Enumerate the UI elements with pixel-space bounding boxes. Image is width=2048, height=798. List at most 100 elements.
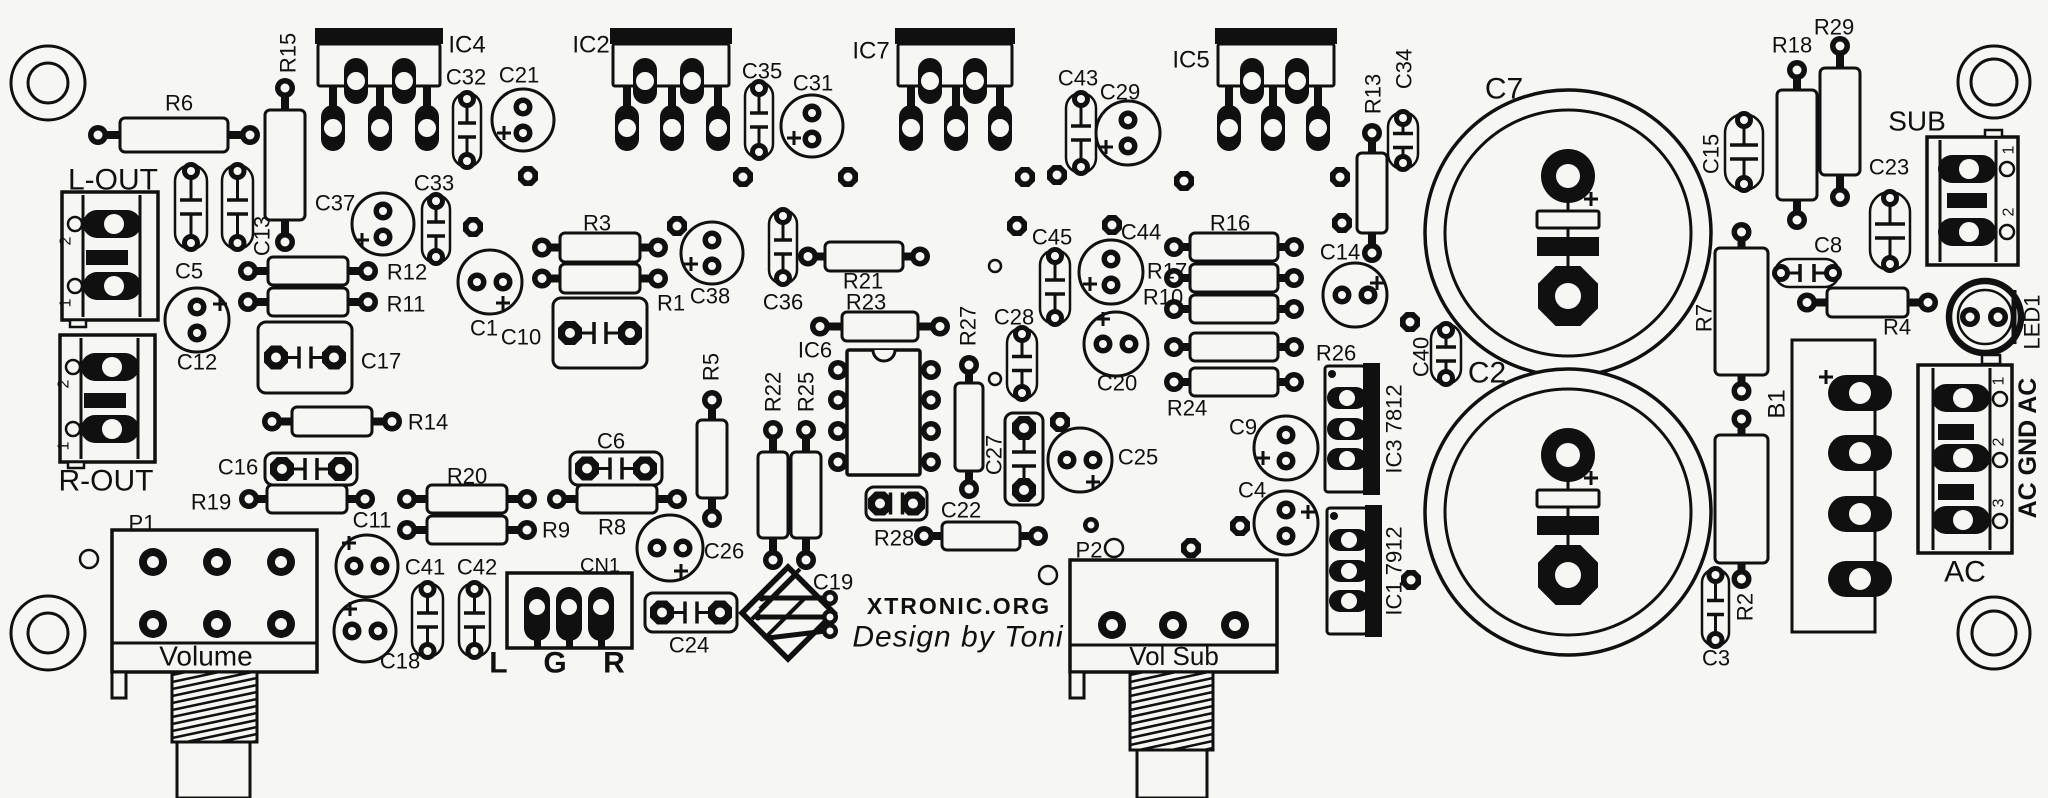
svg-text:C1: C1 (470, 316, 498, 341)
capacitor-C43 (1064, 90, 1098, 176)
pad-C19 (822, 623, 838, 639)
label-R5: R5 (699, 353, 724, 381)
svg-text:R24: R24 (1167, 396, 1207, 421)
resistor-R15 (263, 78, 307, 252)
capacitor-C13 (220, 162, 255, 252)
svg-text:C42: C42 (457, 555, 497, 580)
via-pad (1047, 165, 1067, 185)
label-C23: C23 (1869, 155, 1909, 180)
svg-text:IC3 7812: IC3 7812 (1382, 384, 1407, 473)
svg-text:R28: R28 (874, 526, 914, 551)
label-IC5: IC5 (1172, 47, 1209, 74)
xtronic-logo (738, 563, 838, 663)
svg-text:R20: R20 (447, 464, 487, 489)
capacitor-C24 (643, 591, 739, 634)
svg-text:R15: R15 (276, 33, 301, 73)
capacitor-C21 (490, 87, 556, 153)
svg-text:C25: C25 (1118, 445, 1158, 470)
capacitor-C18 (332, 598, 398, 664)
capacitor-C45 (1038, 247, 1072, 327)
svg-text:R26: R26 (1316, 341, 1356, 366)
label-C17: C17 (361, 349, 401, 374)
svg-text:R12: R12 (387, 260, 427, 285)
svg-text:R14: R14 (408, 410, 448, 435)
svg-text:R3: R3 (583, 211, 611, 236)
capacitor-C29 (1094, 99, 1162, 167)
svg-text:R5: R5 (699, 353, 724, 381)
label-C10: C10 (501, 325, 541, 350)
capacitor-C15 (1723, 111, 1765, 193)
connector-AC: 123 (1916, 355, 2014, 555)
capacitor-C35 (743, 79, 775, 161)
label-R2: R2 (1733, 593, 1758, 621)
mounting-hole-br (1956, 595, 2032, 671)
via-pad (1174, 171, 1194, 191)
regulator-IC1 (1325, 505, 1382, 637)
label-C34: C34 (1392, 49, 1417, 89)
svg-text:C2: C2 (1468, 357, 1506, 390)
svg-text:R27: R27 (956, 306, 981, 346)
capacitor-C1 (456, 248, 524, 316)
label-CN1: CN1 (580, 555, 620, 577)
via-pad (463, 217, 483, 237)
label-C36: C36 (763, 290, 803, 315)
resistor-R2 (1713, 409, 1770, 589)
svg-text:L G R: L G R (489, 647, 638, 680)
svg-text:R19: R19 (191, 490, 231, 515)
label-R14: R14 (408, 410, 448, 435)
marker-circle (1037, 564, 1059, 586)
label-R18: R18 (1772, 33, 1812, 58)
svg-text:R25: R25 (794, 372, 819, 412)
label-C19: C19 (813, 570, 853, 595)
resistor-R19 (239, 483, 375, 515)
label-R7: R7 (1692, 304, 1717, 332)
label-C20: C20 (1097, 371, 1137, 396)
connector-CN1 (505, 571, 634, 650)
capacitor-C26 (635, 513, 705, 583)
svg-text:R1: R1 (657, 291, 685, 316)
resistor-R21 (798, 240, 930, 273)
label-R27: R27 (956, 306, 981, 346)
capacitor-C10 (551, 296, 649, 370)
svg-text:2: 2 (58, 236, 75, 245)
label-C31: C31 (793, 71, 833, 96)
capacitor-C20 (1082, 310, 1150, 378)
svg-text:C13: C13 (250, 216, 275, 256)
capacitor-C3 (1700, 566, 1731, 649)
svg-text:IC7: IC7 (852, 38, 889, 65)
label-IC3-7812: IC3 7812 (1382, 384, 1407, 473)
label-R9: R9 (542, 518, 570, 543)
capacitor-C2 (1423, 367, 1713, 657)
via-pad (733, 167, 753, 187)
capacitor-C40 (1429, 321, 1463, 387)
pad-C19 (822, 609, 838, 625)
svg-text:2: 2 (56, 379, 73, 388)
resistor-R14 (262, 405, 402, 438)
label-C35: C35 (742, 59, 782, 84)
svg-text:R21: R21 (843, 269, 883, 294)
label-C29: C29 (1100, 80, 1140, 105)
via-pad (1230, 516, 1250, 536)
via-pad (518, 166, 538, 186)
resistor-R16 (1164, 231, 1304, 263)
label-C44: C44 (1121, 220, 1161, 245)
svg-text:C34: C34 (1392, 49, 1417, 89)
svg-text:C31: C31 (793, 71, 833, 96)
label-C33: C33 (414, 171, 454, 196)
label-IC1-7912: IC1 7912 (1382, 526, 1407, 615)
svg-text:3: 3 (1991, 498, 2008, 507)
led-LED1 (1945, 277, 2025, 366)
potentiometer-P1 (110, 528, 319, 798)
regulator-IC3 (1323, 363, 1380, 495)
svg-text:1: 1 (1991, 376, 2008, 385)
resistor-R11 (238, 286, 378, 318)
svg-text:LED1: LED1 (2020, 294, 2045, 349)
label-R19: R19 (191, 490, 231, 515)
svg-text:C8: C8 (1814, 233, 1842, 258)
label-R10: R10 (1143, 285, 1183, 310)
label-C41: C41 (405, 555, 445, 580)
label-R11: R11 (387, 292, 426, 317)
label-R16: R16 (1210, 211, 1250, 236)
label-R22: R22 (761, 372, 786, 412)
svg-text:IC2: IC2 (572, 32, 609, 59)
